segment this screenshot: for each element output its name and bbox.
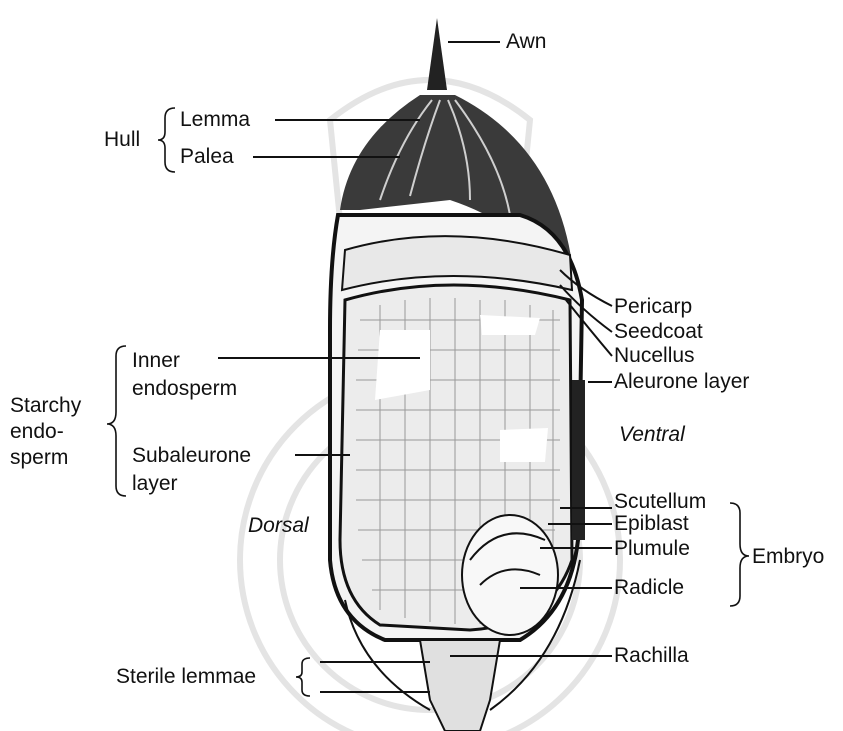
palea-label: Palea xyxy=(180,145,234,169)
starchy-label-2: endo- xyxy=(10,420,64,444)
dorsal-label: Dorsal xyxy=(248,514,309,538)
pericarp-label: Pericarp xyxy=(614,295,692,319)
nucellus-label: Nucellus xyxy=(614,344,695,368)
awn-shape xyxy=(427,18,447,90)
subaleurone-label-2: layer xyxy=(132,472,178,496)
rachilla-base xyxy=(420,640,500,731)
plumule-label: Plumule xyxy=(614,537,690,561)
sterile-lemmae-label: Sterile lemmae xyxy=(116,665,256,689)
lemma-label: Lemma xyxy=(180,108,250,132)
starchy-brace xyxy=(107,346,126,496)
inner-endosperm-label-1: Inner xyxy=(132,349,180,373)
embryo-label: Embryo xyxy=(752,545,824,569)
hull-label: Hull xyxy=(104,128,140,152)
subaleurone-label-1: Subaleurone xyxy=(132,444,251,468)
aleurone-label: Aleurone layer xyxy=(614,370,749,394)
radicle-label: Radicle xyxy=(614,576,684,600)
awn-label: Awn xyxy=(506,30,546,54)
seedcoat-label: Seedcoat xyxy=(614,320,703,344)
rachilla-label: Rachilla xyxy=(614,644,689,668)
starchy-label-1: Starchy xyxy=(10,394,81,418)
epiblast-label: Epiblast xyxy=(614,512,689,536)
embryo-brace xyxy=(730,503,749,606)
scutellum-label: Scutellum xyxy=(614,490,706,514)
sterile-brace xyxy=(296,658,310,696)
ventral-label: Ventral xyxy=(619,423,685,447)
hull-brace xyxy=(158,108,175,172)
starchy-label-3: sperm xyxy=(10,446,68,470)
inner-endosperm-label-2: endosperm xyxy=(132,377,237,401)
